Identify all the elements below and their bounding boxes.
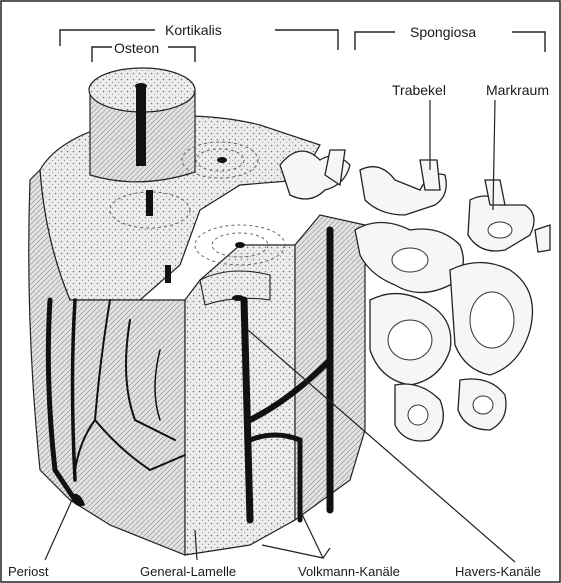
osteon-label: Osteon (114, 40, 159, 56)
osteon-cylinder (89, 68, 195, 182)
general-lamelle-label: General-Lamelle (140, 564, 236, 580)
periost-label: Periost (8, 564, 48, 580)
osteon-havers-canal (136, 86, 146, 166)
kortikalis-label: Kortikalis (165, 22, 222, 38)
havers-label: Havers-Kanäle (455, 564, 541, 580)
spongiosa-label: Spongiosa (410, 24, 476, 40)
trabekel-label: Trabekel (392, 82, 446, 98)
volkmann-label: Volkmann-Kanäle (298, 564, 400, 580)
markraum-label: Markraum (486, 82, 549, 98)
periost-pointer (45, 500, 72, 560)
